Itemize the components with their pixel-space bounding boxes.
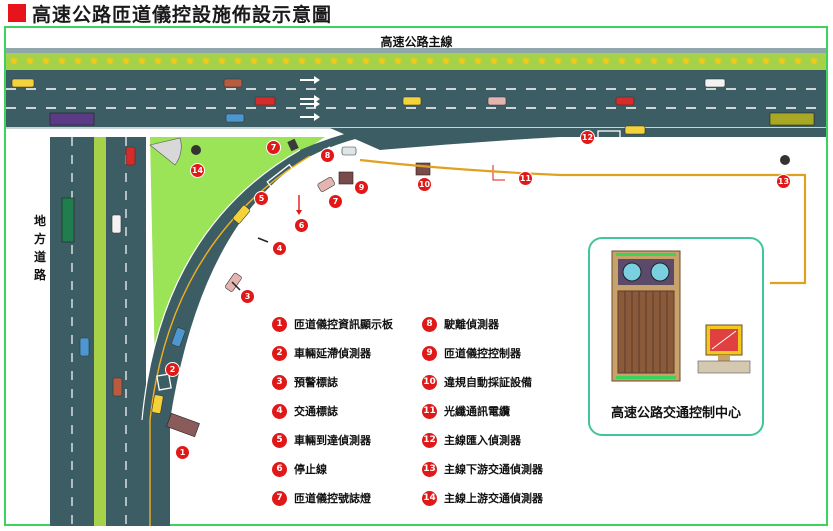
legend-label: 駛離偵測器: [444, 318, 499, 331]
legend-number: 1: [272, 316, 287, 332]
tape-reel-icon: [622, 262, 642, 282]
callout-marker: 11: [518, 171, 533, 186]
tape-reel-icon: [650, 262, 670, 282]
local-road-median: [94, 137, 106, 526]
legend-number: 4: [272, 403, 287, 419]
callout-marker: 3: [240, 289, 255, 304]
fiber-optic-cable: [359, 158, 807, 285]
legend-item: 14 主線上游交通偵測器: [422, 490, 543, 506]
legend-item: 6 停止線: [272, 461, 327, 477]
legend-label: 匝道儀控控制器: [444, 347, 521, 360]
callout-marker: 13: [776, 174, 791, 189]
legend-number: 9: [422, 345, 437, 361]
legend-number: 3: [272, 374, 287, 390]
legend-label: 停止線: [294, 463, 327, 476]
legend-number: 11: [422, 403, 437, 419]
legend-item: 2 車輛延滯偵測器: [272, 345, 371, 361]
title-bar: 高速公路匝道儀控設施佈設示意圖: [8, 1, 333, 26]
callout-marker: 1: [175, 445, 190, 460]
legend-item: 12 主線匯入偵測器: [422, 432, 521, 448]
cable-pointer: [492, 165, 505, 181]
gore-grass-area: [150, 137, 325, 370]
ramp-vehicles: [151, 176, 335, 414]
legend-number: 8: [422, 316, 437, 332]
legend-item: 8 駛離偵測器: [422, 316, 499, 332]
callout-marker: 5: [254, 191, 269, 206]
callout-marker: 14: [190, 163, 205, 178]
callout-marker: 2: [165, 362, 180, 377]
legend-label: 交通標誌: [294, 405, 338, 418]
legend-label: 車輛延滯偵測器: [294, 347, 371, 360]
local-road-label: 地方道路: [33, 214, 46, 282]
legend-label: 主線上游交通偵測器: [444, 492, 543, 505]
legend-label: 車輛到達偵測器: [294, 434, 371, 447]
direction-arrows-icon: [300, 76, 320, 121]
legend-item: 13 主線下游交通偵測器: [422, 461, 543, 477]
callout-marker: 7: [266, 140, 281, 155]
diagram-frame: [4, 26, 828, 526]
stop-line-arrow-icon: [296, 210, 302, 215]
local-road-vehicles: [61, 146, 136, 397]
callout-marker: 6: [294, 218, 309, 233]
legend-number: 7: [272, 490, 287, 506]
legend-number: 6: [272, 461, 287, 477]
mainline-shoulder-top: [6, 48, 826, 53]
legend-item: 9 匝道儀控控制器: [422, 345, 521, 361]
callout-marker: 9: [354, 180, 369, 195]
page-title: 高速公路匝道儀控設施佈設示意圖: [32, 3, 333, 26]
legend-item: 3 預警標誌: [272, 374, 338, 390]
keyboard-icon: [697, 360, 751, 374]
legend-item: 11 光纖通訊電纜: [422, 403, 510, 419]
on-ramp: [142, 130, 400, 526]
legend-label: 主線下游交通偵測器: [444, 463, 543, 476]
ramp-yellow-edge: [149, 155, 311, 526]
legend-label: 光纖通訊電纜: [444, 405, 510, 418]
mainline-vehicles: [11, 78, 815, 156]
legend-label: 違規自動採証設備: [444, 376, 532, 389]
legend-label: 匝道儀控號誌燈: [294, 492, 371, 505]
legend-number: 14: [422, 490, 437, 506]
mainline-label: 高速公路主線: [380, 35, 453, 49]
legend-number: 10: [422, 374, 437, 390]
legend-item: 5 車輛到達偵測器: [272, 432, 371, 448]
ramp-white-edge: [141, 149, 301, 421]
acceleration-lane: [330, 128, 826, 150]
legend-number: 13: [422, 461, 437, 477]
legend-item: 7 匝道儀控號誌燈: [272, 490, 371, 506]
control-center-equipment: [611, 250, 751, 382]
callout-marker: 12: [580, 130, 595, 145]
title-marker-icon: [8, 4, 26, 22]
callout-marker: 7: [328, 194, 343, 209]
mainline-lane-markings: [6, 88, 826, 109]
legend-item: 1 匝道儀控資訊顯示板: [272, 316, 393, 332]
callout-marker: 4: [272, 241, 287, 256]
legend-label: 預警標誌: [294, 376, 338, 389]
roadside-devices: [149, 137, 790, 438]
callout-marker: 10: [417, 177, 432, 192]
legend-label: 主線匯入偵測器: [444, 434, 521, 447]
median-shrubs: [11, 58, 817, 64]
control-center-label: 高速公路交通控制中心: [610, 406, 741, 421]
legend-item: 10 違規自動採証設備: [422, 374, 532, 390]
legend-number: 5: [272, 432, 287, 448]
legend-number: 12: [422, 432, 437, 448]
callout-marker: 8: [320, 148, 335, 163]
legend-label: 匝道儀控資訊顯示板: [294, 318, 393, 331]
traffic-control-center: 高速公路交通控制中心: [588, 237, 764, 436]
legend-item: 4 交通標誌: [272, 403, 338, 419]
legend-number: 2: [272, 345, 287, 361]
